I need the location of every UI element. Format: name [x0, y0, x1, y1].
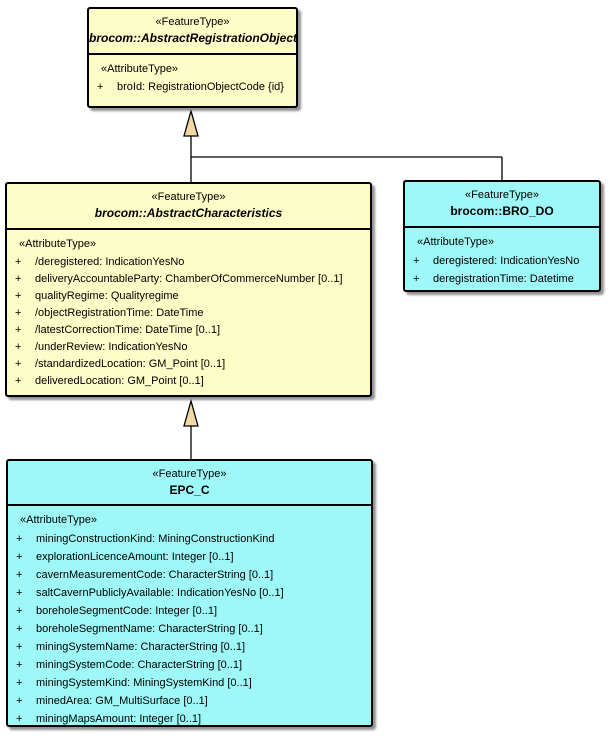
attribute-row: + boreholeSegmentCode: Integer [0..1] — [14, 602, 369, 620]
visibility-marker: + — [15, 358, 22, 370]
attribute-row: + miningConstructionKind: MiningConstruc… — [14, 530, 369, 548]
attribute-row: + cavernMeasurementCode: CharacterString… — [14, 566, 369, 584]
attribute-text: boreholeSegmentCode: Integer [0..1] — [36, 605, 218, 617]
attribute-text: /objectRegistrationTime: DateTime — [35, 307, 204, 319]
attributes-compartment: «AttributeType» + broId: RegistrationObj… — [89, 55, 296, 96]
uml-class-abstract-registration-object[interactable]: «FeatureType» brocom::AbstractRegistrati… — [87, 7, 298, 108]
class-stereotype: «FeatureType» — [155, 16, 230, 28]
visibility-marker: + — [16, 623, 23, 635]
attribute-text: /underReview: IndicationYesNo — [35, 341, 188, 353]
attribute-text: /standardizedLocation: GM_Point [0..1] — [35, 358, 226, 370]
visibility-marker: + — [15, 290, 22, 302]
attribute-row: + deliveryAccountableParty: ChamberOfCom… — [13, 271, 368, 288]
class-stereotype: «FeatureType» — [465, 189, 539, 201]
visibility-marker: + — [15, 273, 22, 285]
class-header: «FeatureType» brocom::BRO_DO — [405, 182, 599, 228]
attribute-row: + miningSystemKind: MiningSystemKind [0.… — [14, 674, 369, 692]
visibility-marker: + — [15, 375, 22, 387]
attribute-row: + miningSystemName: CharacterString [0..… — [14, 638, 369, 656]
visibility-marker: + — [413, 255, 420, 267]
generalization-arrowhead-top[interactable] — [183, 108, 199, 137]
attribute-text: broId: RegistrationObjectCode {id} — [117, 81, 284, 93]
attribute-text: qualityRegime: Qualityregime — [35, 290, 179, 302]
attribute-text: miningSystemCode: CharacterString [0..1] — [36, 659, 243, 671]
visibility-marker: + — [16, 713, 23, 725]
attribute-row: + boreholeSegmentName: CharacterString [… — [14, 620, 369, 638]
class-stereotype: «FeatureType» — [152, 468, 227, 480]
attribute-stereotype: «AttributeType» — [19, 238, 97, 250]
class-header: «FeatureType» brocom::AbstractCharacteri… — [7, 184, 370, 230]
attribute-text: miningMapsAmount: Integer [0..1] — [36, 713, 202, 725]
attribute-row: + explorationLicenceAmount: Integer [0..… — [14, 548, 369, 566]
uml-class-abstract-characteristics[interactable]: «FeatureType» brocom::AbstractCharacteri… — [5, 182, 372, 397]
uml-class-epc-c[interactable]: «FeatureType» EPC_C «AttributeType» + mi… — [6, 459, 373, 727]
attribute-list: + broId: RegistrationObjectCode {id} — [95, 79, 294, 96]
visibility-marker: + — [16, 659, 23, 671]
attributes-compartment: «AttributeType» + /deregistered: Indicat… — [7, 230, 370, 390]
attribute-text: miningSystemName: CharacterString [0..1] — [36, 641, 246, 653]
attribute-text: miningConstructionKind: MiningConstructi… — [36, 533, 275, 545]
visibility-marker: + — [15, 307, 22, 319]
attribute-stereotype: «AttributeType» — [101, 63, 179, 75]
visibility-marker: + — [16, 569, 23, 581]
visibility-marker: + — [16, 605, 23, 617]
generalization-arrowhead-middle[interactable] — [183, 398, 199, 427]
attribute-row: + deregistered: IndicationYesNo — [411, 252, 597, 270]
class-name: brocom::AbstractCharacteristics — [94, 206, 283, 220]
uml-class-bro-do[interactable]: «FeatureType» brocom::BRO_DO «AttributeT… — [403, 180, 601, 292]
visibility-marker: + — [16, 587, 23, 599]
attribute-list: + /deregistered: IndicationYesNo + deliv… — [13, 254, 368, 390]
attribute-text: deregistered: IndicationYesNo — [433, 255, 580, 267]
attribute-text: miningSystemKind: MiningSystemKind [0..1… — [36, 677, 252, 689]
attribute-text: saltCavernPubliclyAvailable: IndicationY… — [36, 587, 284, 599]
attribute-row: + miningMapsAmount: Integer [0..1] — [14, 710, 369, 728]
class-stereotype: «FeatureType» — [151, 191, 226, 203]
attribute-row: + deliveredLocation: GM_Point [0..1] — [13, 373, 368, 390]
attribute-row: + /standardizedLocation: GM_Point [0..1] — [13, 356, 368, 373]
attribute-text: boreholeSegmentName: CharacterString [0.… — [36, 623, 263, 635]
attribute-row: + saltCavernPubliclyAvailable: Indicatio… — [14, 584, 369, 602]
visibility-marker: + — [16, 551, 23, 563]
attribute-text: explorationLicenceAmount: Integer [0..1] — [36, 551, 234, 563]
class-name: brocom::AbstractRegistrationObject — [89, 31, 298, 45]
attribute-row: + deregistrationTime: Datetime — [411, 270, 597, 288]
attribute-row: + /deregistered: IndicationYesNo — [13, 254, 368, 271]
attribute-row: + miningSystemCode: CharacterString [0..… — [14, 656, 369, 674]
class-name: EPC_C — [169, 483, 210, 497]
attribute-text: deregistrationTime: Datetime — [433, 273, 574, 285]
visibility-marker: + — [16, 641, 23, 653]
attributes-compartment: «AttributeType» + miningConstructionKind… — [8, 506, 371, 728]
attribute-stereotype: «AttributeType» — [20, 514, 98, 526]
attribute-text: /latestCorrectionTime: DateTime [0..1] — [35, 324, 221, 336]
attribute-text: /deregistered: IndicationYesNo — [35, 256, 185, 268]
attribute-row: + minedArea: GM_MultiSurface [0..1] — [14, 692, 369, 710]
generalization-edge-characteristics[interactable] — [190, 136, 503, 182]
attribute-text: cavernMeasurementCode: CharacterString [… — [36, 569, 274, 581]
attribute-text: deliveredLocation: GM_Point [0..1] — [35, 375, 204, 387]
attribute-text: deliveryAccountableParty: ChamberOfComme… — [35, 273, 343, 285]
class-header: «FeatureType» EPC_C — [8, 461, 371, 506]
visibility-marker: + — [15, 341, 22, 353]
attribute-row: + qualityRegime: Qualityregime — [13, 288, 368, 305]
visibility-marker: + — [16, 677, 23, 689]
attribute-stereotype: «AttributeType» — [417, 236, 495, 248]
visibility-marker: + — [16, 533, 23, 545]
attribute-text: minedArea: GM_MultiSurface [0..1] — [36, 695, 208, 707]
attribute-row: + /underReview: IndicationYesNo — [13, 339, 368, 356]
visibility-marker: + — [413, 273, 420, 285]
visibility-marker: + — [15, 324, 22, 336]
visibility-marker: + — [16, 695, 23, 707]
visibility-marker: + — [97, 81, 104, 93]
attribute-list: + miningConstructionKind: MiningConstruc… — [14, 530, 369, 728]
attribute-row: + /objectRegistrationTime: DateTime — [13, 305, 368, 322]
attributes-compartment: «AttributeType» + deregistered: Indicati… — [405, 228, 599, 288]
attribute-row: + /latestCorrectionTime: DateTime [0..1] — [13, 322, 368, 339]
visibility-marker: + — [15, 256, 22, 268]
attribute-row: + broId: RegistrationObjectCode {id} — [95, 79, 294, 96]
class-name: brocom::BRO_DO — [450, 204, 554, 218]
attribute-list: + deregistered: IndicationYesNo + deregi… — [411, 252, 597, 288]
class-header: «FeatureType» brocom::AbstractRegistrati… — [89, 9, 298, 55]
